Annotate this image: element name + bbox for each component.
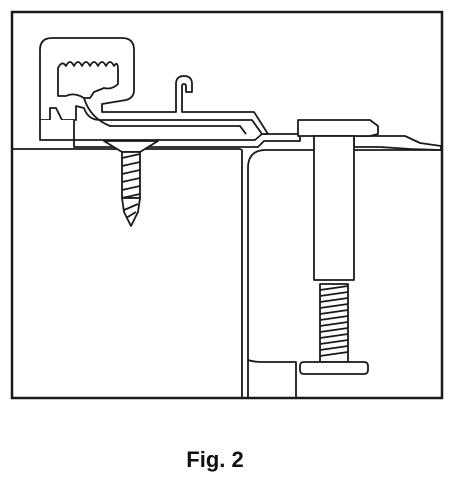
self-drilling-screw — [103, 140, 159, 227]
rail-clip-teeth — [57, 61, 119, 99]
bolt-nut — [299, 361, 369, 375]
bolt-thread — [319, 283, 349, 363]
bolt-shank — [313, 135, 355, 281]
rail-clip-arm — [83, 97, 247, 135]
figure-caption: Fig. 2 — [186, 447, 244, 472]
panel-bottom-step — [247, 359, 297, 398]
rail-clip-leg — [39, 120, 75, 141]
bolt-head — [297, 119, 379, 137]
plate-right-flange — [353, 135, 442, 151]
